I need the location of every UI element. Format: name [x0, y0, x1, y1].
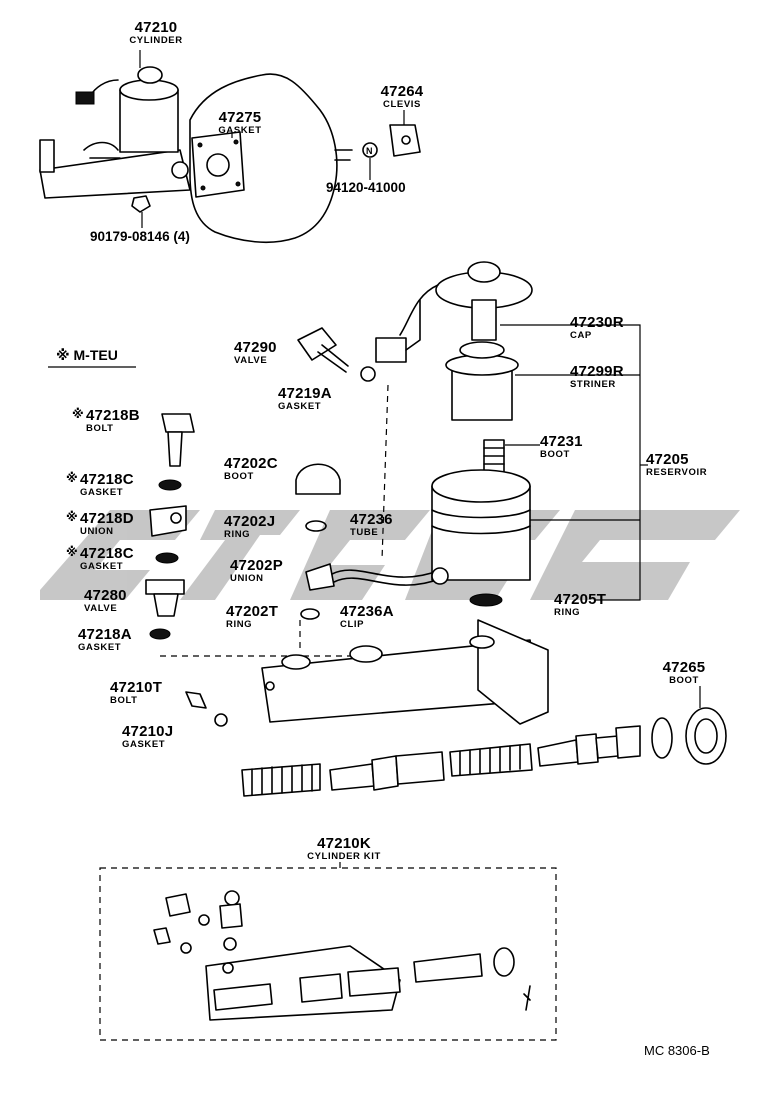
label-94120-41000: 94120-41000 [326, 180, 406, 195]
reservoir-strainer [445, 341, 519, 421]
gasket-47218A [149, 628, 171, 640]
bolt-47210T [185, 691, 207, 709]
svg-text:N: N [366, 146, 373, 156]
section-mark: ※ [56, 347, 70, 363]
gasket-47218C-lower [155, 552, 179, 564]
master-cylinder-top-assembly [39, 66, 191, 199]
cylinder-kit-box [99, 867, 557, 1041]
gasket-47218C-upper [158, 479, 182, 491]
piston-spring-row [241, 725, 641, 797]
section-underline [48, 366, 136, 368]
booster-gasket-plate [191, 131, 245, 198]
master-cylinder-body [261, 619, 549, 725]
snap-ring [651, 717, 673, 759]
star-mark-47218D: ※ [66, 510, 78, 524]
union-47218D [149, 505, 187, 537]
ring-47202T [300, 608, 320, 620]
section-label-m-teu: ※ M-TEU [56, 347, 118, 363]
cylinder-kit-contents [153, 890, 531, 1021]
boot-47265 [685, 707, 727, 765]
star-mark-47218B: ※ [72, 407, 84, 421]
bolt-47218B [161, 413, 195, 467]
reservoir-cap [399, 261, 533, 341]
mount-nut [131, 195, 151, 213]
footer-code: MC 8306-B [644, 1043, 710, 1058]
ring-47202J [305, 520, 327, 532]
tube-and-union [305, 563, 449, 591]
sensor-connector [375, 299, 421, 363]
star-mark-47218C-lower: ※ [66, 545, 78, 559]
boot-47202C [295, 463, 341, 495]
valve-47290 [297, 327, 376, 382]
clevis-part [389, 124, 421, 157]
label-90179-08146: 90179-08146 (4) [90, 229, 190, 244]
reservoir-body [431, 469, 531, 607]
brake-booster-outline: N [189, 73, 378, 244]
valve-47280 [145, 579, 185, 617]
gasket-47210J [214, 713, 228, 727]
star-mark-47218C-upper: ※ [66, 471, 78, 485]
